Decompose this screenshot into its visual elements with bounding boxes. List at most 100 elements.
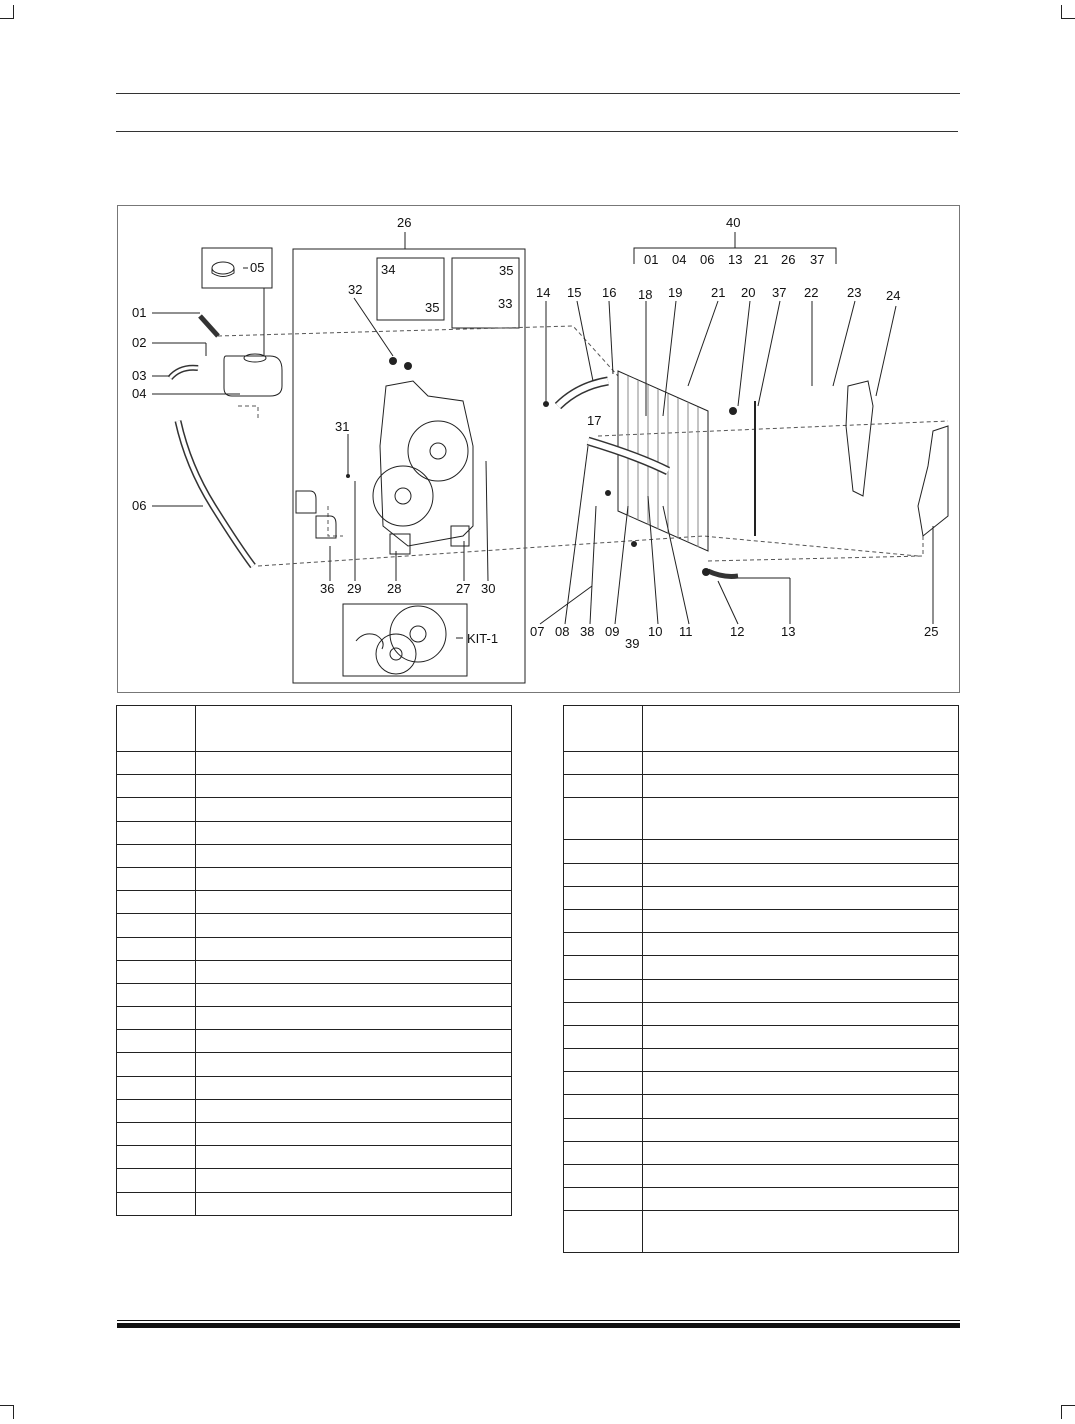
kit40-item-37: 37 <box>810 252 824 267</box>
callout-24: 24 <box>886 288 900 303</box>
ref-cell <box>116 750 196 776</box>
right-table-row <box>563 1094 959 1119</box>
ref-cell <box>563 774 643 799</box>
ref-cell <box>116 705 196 752</box>
exploded-parts-diagram: 01 02 03 04 05 06 07 08 09 10 11 12 13 1… <box>117 205 960 693</box>
bracket-box-34 <box>376 257 445 321</box>
header-rule-top <box>116 93 960 94</box>
description-cell <box>195 1145 512 1170</box>
callout-28: 28 <box>387 581 401 596</box>
left-table-row <box>116 1006 512 1031</box>
ref-cell <box>116 1029 196 1054</box>
ref-cell <box>116 820 196 845</box>
left-table-row <box>116 750 512 776</box>
callout-17: 17 <box>587 413 601 428</box>
description-cell <box>195 1191 512 1216</box>
right-table-row <box>563 839 959 864</box>
callout-37: 37 <box>772 285 786 300</box>
description-cell <box>195 890 512 915</box>
callout-26: 26 <box>397 215 411 230</box>
ref-cell <box>563 1094 643 1119</box>
right-table-row <box>563 1210 959 1254</box>
description-cell <box>642 1187 959 1212</box>
hose-13 <box>706 568 739 579</box>
kit40-item-04: 04 <box>672 252 686 267</box>
callout-04: 04 <box>132 386 146 401</box>
description-cell <box>642 978 959 1003</box>
description-cell <box>642 1140 959 1166</box>
callout-08: 08 <box>555 624 569 639</box>
right-table-row <box>563 1117 959 1142</box>
callout-27: 27 <box>456 581 470 596</box>
right-table-row <box>563 1071 959 1096</box>
callout-31: 31 <box>335 419 349 434</box>
footer-rule-thin <box>117 1320 960 1321</box>
description-cell <box>642 1024 959 1050</box>
ref-cell <box>116 890 196 915</box>
right-table-row <box>563 774 959 799</box>
description-cell <box>642 932 959 957</box>
ref-cell <box>116 936 196 961</box>
description-cell <box>642 797 959 841</box>
footer-rule-thick <box>117 1323 960 1328</box>
left-table-row <box>116 936 512 961</box>
ref-cell <box>563 750 643 776</box>
kit40-item-01: 01 <box>644 252 658 267</box>
ref-cell <box>116 774 196 799</box>
bracket-25 <box>917 425 949 537</box>
description-cell <box>642 1163 959 1189</box>
description-cell <box>642 1048 959 1073</box>
ref-cell <box>116 1145 196 1170</box>
ref-cell <box>563 1140 643 1166</box>
callout-33: 33 <box>498 296 512 311</box>
radiator-core <box>617 370 709 552</box>
ref-cell <box>563 797 643 841</box>
callout-02: 02 <box>132 335 146 350</box>
ref-cell <box>563 1187 643 1212</box>
right-table-row <box>563 1187 959 1212</box>
right-table-row <box>563 1048 959 1073</box>
description-cell <box>195 750 512 776</box>
callout-35-left: 35 <box>425 300 439 315</box>
left-table-row <box>116 890 512 915</box>
left-table-row <box>116 1121 512 1147</box>
ref-cell <box>116 959 196 984</box>
description-cell <box>195 913 512 938</box>
right-table-row <box>563 705 959 752</box>
hose-06 <box>174 420 256 569</box>
ref-cell <box>563 862 643 887</box>
crop-mark-top-left <box>0 5 14 19</box>
callout-20b: 20 <box>741 285 755 300</box>
callout-35-right: 35 <box>499 263 513 278</box>
right-table-row <box>563 750 959 776</box>
right-table-row <box>563 1140 959 1166</box>
left-table-row <box>116 1075 512 1100</box>
ref-cell <box>563 705 643 752</box>
reservoir-cap <box>211 261 235 275</box>
ref-cell <box>563 1001 643 1026</box>
description-cell <box>195 774 512 799</box>
description-cell <box>195 1121 512 1147</box>
diagram-svg: 01 02 03 04 05 06 07 08 09 10 11 12 13 1… <box>132 215 949 684</box>
parts-table-right <box>563 705 959 1254</box>
ref-cell <box>116 1168 196 1193</box>
ref-cell <box>563 1163 643 1189</box>
description-cell <box>195 1006 512 1031</box>
crop-mark-top-right <box>1061 5 1075 19</box>
ref-cell <box>116 1098 196 1124</box>
description-cell <box>195 797 512 822</box>
callout-25: 25 <box>924 624 938 639</box>
ref-cell <box>116 913 196 938</box>
description-cell <box>195 1075 512 1100</box>
description-cell <box>195 1052 512 1077</box>
description-cell <box>642 955 959 980</box>
description-cell <box>195 1029 512 1054</box>
left-table-row <box>116 1052 512 1077</box>
left-table-row <box>116 774 512 799</box>
callout-20: 21 <box>711 285 725 300</box>
callout-12: 12 <box>730 624 744 639</box>
callout-39: 39 <box>625 636 639 651</box>
bracket-24 <box>845 380 874 497</box>
description-cell <box>642 1071 959 1096</box>
description-cell <box>642 839 959 864</box>
